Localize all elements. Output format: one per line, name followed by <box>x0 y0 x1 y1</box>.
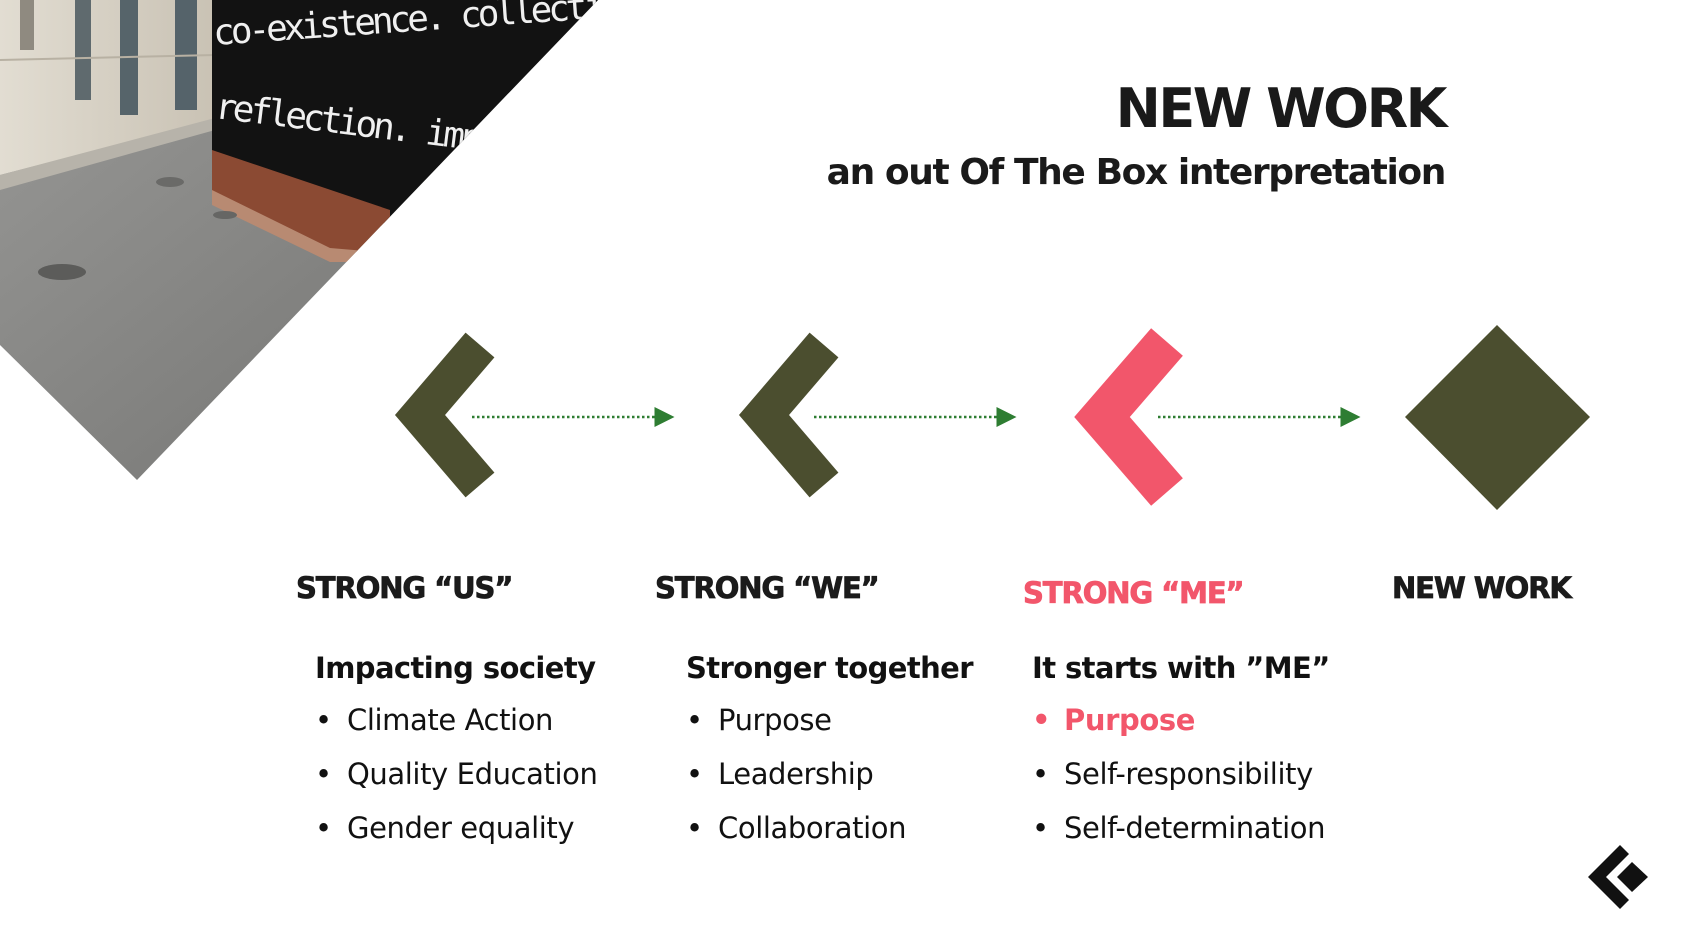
column-heading: Stronger together <box>686 651 974 685</box>
list-item-text: Purpose <box>1064 703 1196 738</box>
chevron-left-icon <box>738 332 839 498</box>
bullet-icon: • <box>315 811 332 846</box>
photo-graphic: co-existence. collective. zusammenarbeit… <box>0 0 598 480</box>
bullet-list: • Climate Action • Quality Education • Gend… <box>315 693 598 855</box>
list-item-text: Gender equality <box>347 811 575 846</box>
chevron-left-icon <box>1074 328 1183 506</box>
list-item-text: Quality Education <box>347 757 598 792</box>
bullet-list: • Purpose • Self-responsibility • Self-dete… <box>1032 693 1330 855</box>
list-item-text: Purpose <box>718 703 832 738</box>
page-title: NEW WORK <box>1115 77 1448 140</box>
logo-mark-icon <box>1588 845 1648 909</box>
list-item-text: Self-determination <box>1064 811 1326 846</box>
bullet-icon: • <box>1032 757 1049 792</box>
list-item-highlighted: • Purpose <box>1032 693 1330 747</box>
bullet-icon: • <box>686 757 703 792</box>
bullet-icon: • <box>686 703 703 738</box>
column-impacting-society: Impacting society • Climate Action • Quali… <box>315 651 598 855</box>
stage-label-me: STRONG “ME” <box>1023 576 1245 610</box>
corner-photo: co-existence. collective. zusammenarbeit… <box>0 0 600 480</box>
list-item: • Self-responsibility <box>1032 747 1330 801</box>
bullet-icon: • <box>1032 811 1049 846</box>
list-item: • Gender equality <box>315 801 597 855</box>
list-item: • Climate Action <box>315 693 597 747</box>
diamond-icon <box>1405 325 1590 510</box>
column-stronger-together: Stronger together • Purpose • Leadership •… <box>686 651 974 855</box>
list-item-text: Self-responsibility <box>1064 757 1313 792</box>
bullet-icon: • <box>1032 703 1051 738</box>
bullet-icon: • <box>315 703 332 738</box>
stage-label-us: STRONG “US” <box>296 571 514 605</box>
bullet-list: • Purpose • Leadership • Collaboration <box>686 693 973 855</box>
list-item-text: Climate Action <box>347 703 554 738</box>
column-heading: Impacting society <box>315 651 596 685</box>
list-item: • Collaboration <box>686 801 973 855</box>
bullet-icon: • <box>686 811 703 846</box>
column-heading: It starts with ”ME” <box>1032 651 1330 685</box>
list-item: • Purpose <box>686 693 973 747</box>
list-item-text: Leadership <box>718 757 874 792</box>
bullet-icon: • <box>315 757 332 792</box>
page-subtitle: an out Of The Box interpretation <box>826 152 1447 193</box>
list-item: • Leadership <box>686 747 973 801</box>
column-starts-with-me: It starts with ”ME” • Purpose • Self-respo… <box>1032 651 1330 855</box>
stage-label-new-work: NEW WORK <box>1392 571 1573 605</box>
list-item: • Self-determination <box>1032 801 1330 855</box>
stage-label-we: STRONG “WE” <box>655 571 881 605</box>
list-item-text: Collaboration <box>718 811 907 846</box>
list-item: • Quality Education <box>315 747 598 801</box>
